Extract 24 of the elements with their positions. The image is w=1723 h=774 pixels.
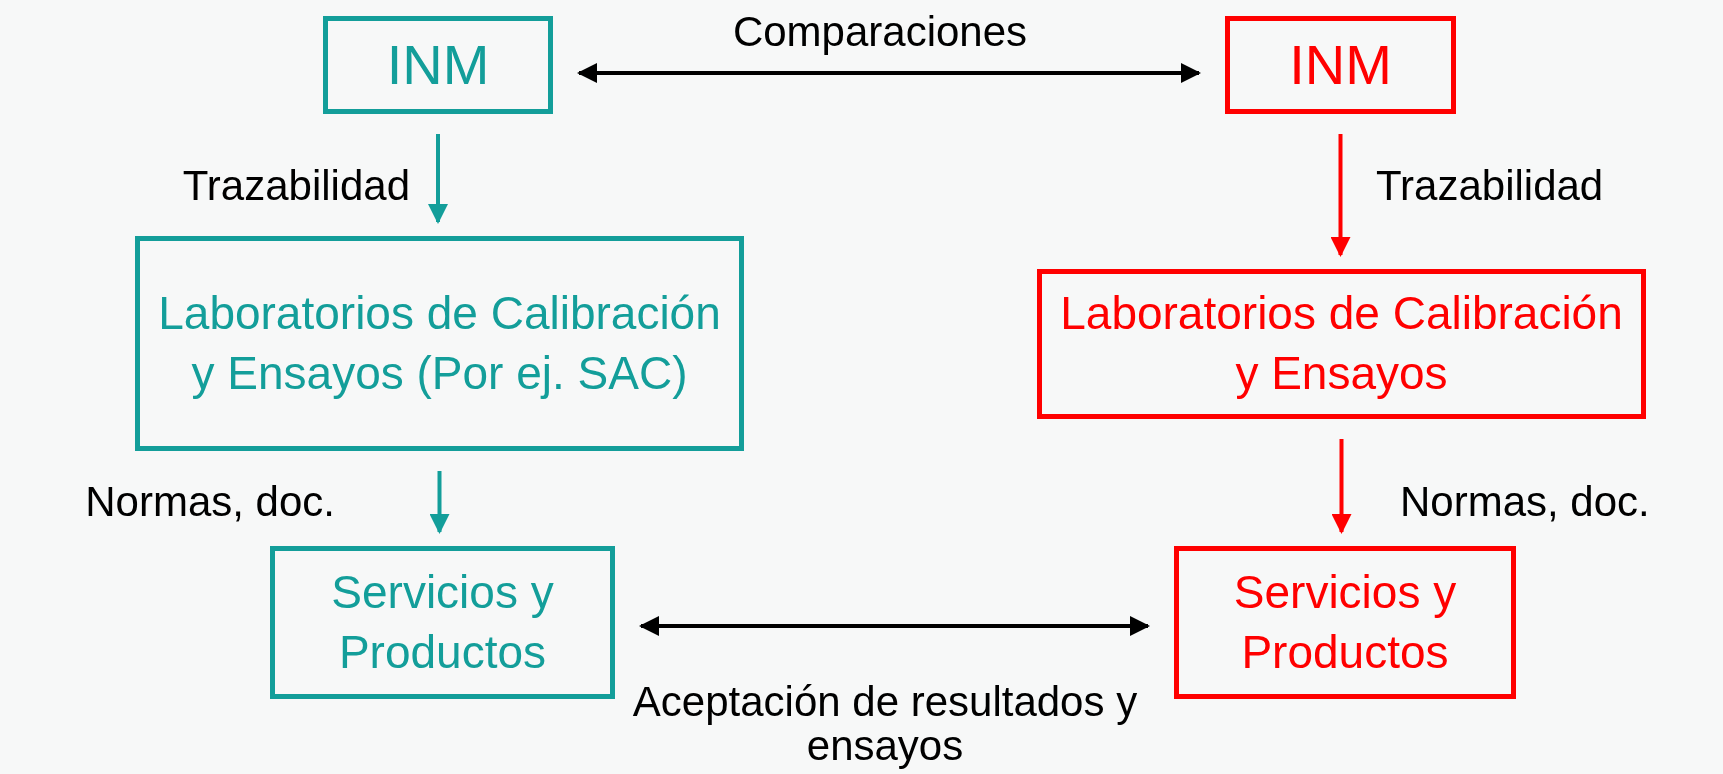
edge-label: Aceptación de resultados y ensayos: [631, 680, 1139, 769]
box-label: Servicios y Productos: [330, 564, 555, 680]
box-label: Laboratorios de Calibración y Ensayos: [1059, 286, 1624, 401]
arrow: [577, 63, 1201, 83]
arrow: [429, 471, 450, 534]
process-box: [1174, 546, 1516, 699]
box-label: INM: [386, 31, 490, 98]
process-box: [1225, 16, 1456, 114]
edge-label: Comparaciones: [731, 10, 1029, 55]
process-box: [270, 546, 615, 699]
process-box: [323, 16, 553, 114]
box-label: Laboratorios de Calibración y Ensayos (Por ej. SAC): [157, 285, 722, 401]
edge-label: Trazabilidad: [181, 164, 410, 209]
arrow: [1330, 134, 1351, 257]
box-label: INM: [1289, 31, 1392, 98]
edge-label: Normas, doc.: [1400, 480, 1651, 525]
arrow: [428, 134, 448, 224]
arrow: [1331, 439, 1352, 534]
process-box: [135, 236, 744, 451]
arrow: [639, 616, 1150, 636]
edge-label: Trazabilidad: [1376, 164, 1605, 209]
edge-label: Normas, doc.: [84, 480, 335, 525]
process-box: [1037, 269, 1646, 419]
box-label: Servicios y Productos: [1232, 564, 1458, 680]
